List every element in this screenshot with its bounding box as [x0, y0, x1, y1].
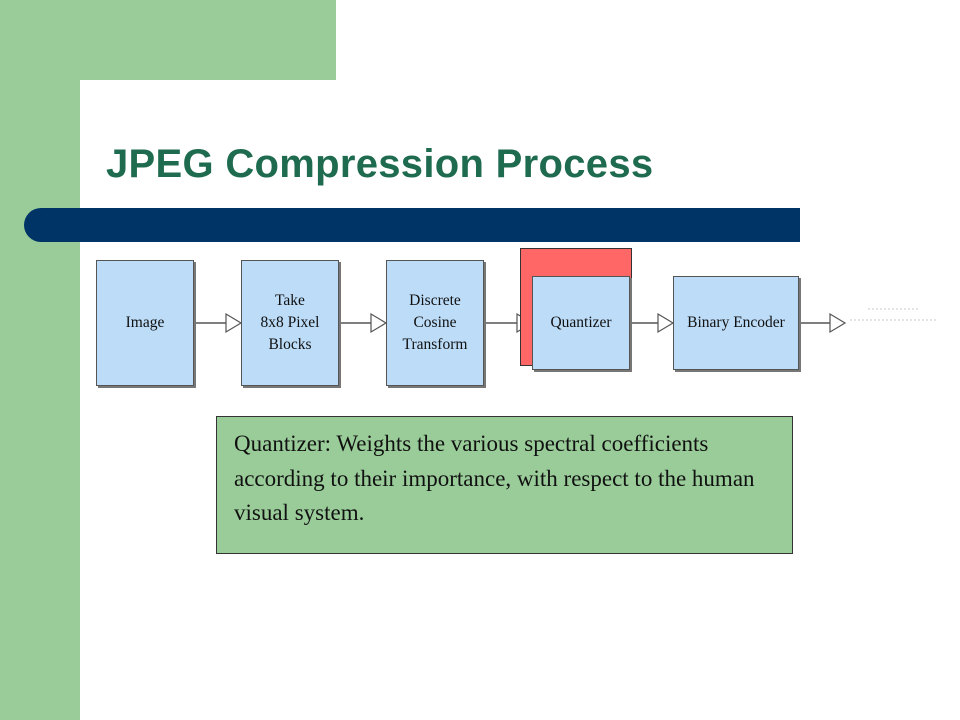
faint-output-text-graphic: [850, 308, 936, 321]
title-underline-bar: [24, 208, 800, 242]
connector-1: [194, 312, 243, 334]
arrow-right-icon: [370, 312, 388, 334]
connector-4: [630, 312, 675, 334]
step-dct-box: Discrete Cosine Transform: [386, 260, 484, 386]
quantizer-description-text: Quantizer: Weights the various spectral …: [234, 431, 755, 525]
step-image-box: Image: [96, 260, 194, 386]
arrow-right-icon: [657, 312, 675, 334]
connector-2: [339, 312, 388, 334]
quantizer-description-box: Quantizer: Weights the various spectral …: [216, 416, 793, 554]
arrow-right-icon: [225, 312, 243, 334]
arrow-right-icon: [829, 312, 847, 334]
step-take-blocks-box: Take 8x8 Pixel Blocks: [241, 260, 339, 386]
step-binary-encoder-box: Binary Encoder: [673, 276, 799, 370]
top-green-block: [80, 0, 336, 80]
step-quantizer-box: Quantizer: [532, 276, 630, 370]
connector-5: [799, 312, 847, 334]
sidebar-green-strip: [0, 0, 80, 720]
slide-title: JPEG Compression Process: [106, 142, 654, 186]
